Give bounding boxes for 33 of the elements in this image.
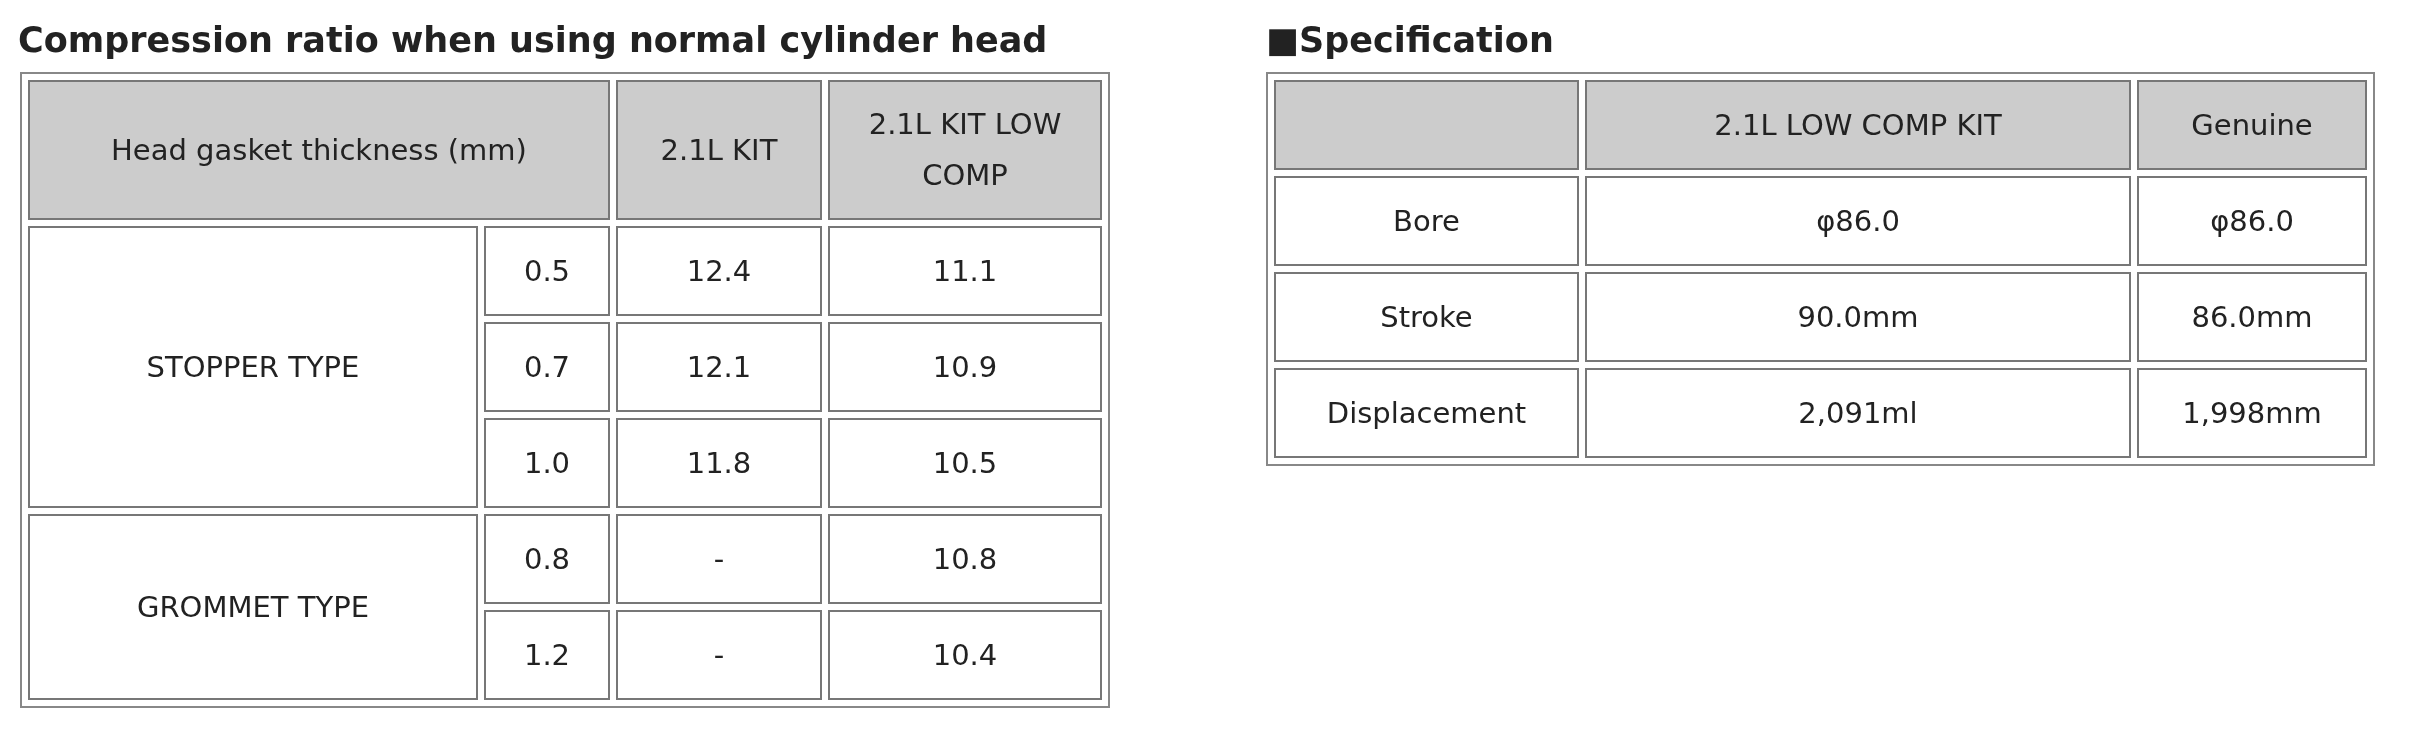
- table-cell: 10.8: [828, 514, 1102, 604]
- table-cell: φ86.0: [1585, 176, 2131, 266]
- table-cell: φ86.0: [2137, 176, 2367, 266]
- table-cell: 11.1: [828, 226, 1102, 316]
- table-cell: -: [616, 514, 822, 604]
- table-cell: 10.4: [828, 610, 1102, 700]
- header-cell: 2.1L KIT: [616, 80, 822, 220]
- table-cell: Stroke: [1274, 272, 1579, 362]
- header-cell: Genuine: [2137, 80, 2367, 170]
- table-cell: 10.9: [828, 322, 1102, 412]
- table-cell: 12.1: [616, 322, 822, 412]
- section-heading: ■Specification: [1266, 20, 1554, 60]
- table-cell: 0.8: [484, 514, 610, 604]
- table-cell: 90.0mm: [1585, 272, 2131, 362]
- table-cell: 11.8: [616, 418, 822, 508]
- table-cell: 12.4: [616, 226, 822, 316]
- table-cell: GROMMET TYPE: [28, 514, 478, 700]
- table-cell: STOPPER TYPE: [28, 226, 478, 508]
- table-cell: 1.2: [484, 610, 610, 700]
- table-cell: 86.0mm: [2137, 272, 2367, 362]
- header-cell: Head gasket thickness (mm): [28, 80, 610, 220]
- table-cell: 1.0: [484, 418, 610, 508]
- table-cell: 2,091ml: [1585, 368, 2131, 458]
- table-cell: 0.7: [484, 322, 610, 412]
- table-cell: -: [616, 610, 822, 700]
- header-cell: 2.1L LOW COMP KIT: [1585, 80, 2131, 170]
- table-cell: Displacement: [1274, 368, 1579, 458]
- table-cell: 1,998mm: [2137, 368, 2367, 458]
- table-cell: 10.5: [828, 418, 1102, 508]
- header-cell: 2.1L KIT LOW COMP: [828, 80, 1102, 220]
- table-cell: 0.5: [484, 226, 610, 316]
- table-cell: Bore: [1274, 176, 1579, 266]
- section-heading: Compression ratio when using normal cylinder head: [18, 20, 1048, 60]
